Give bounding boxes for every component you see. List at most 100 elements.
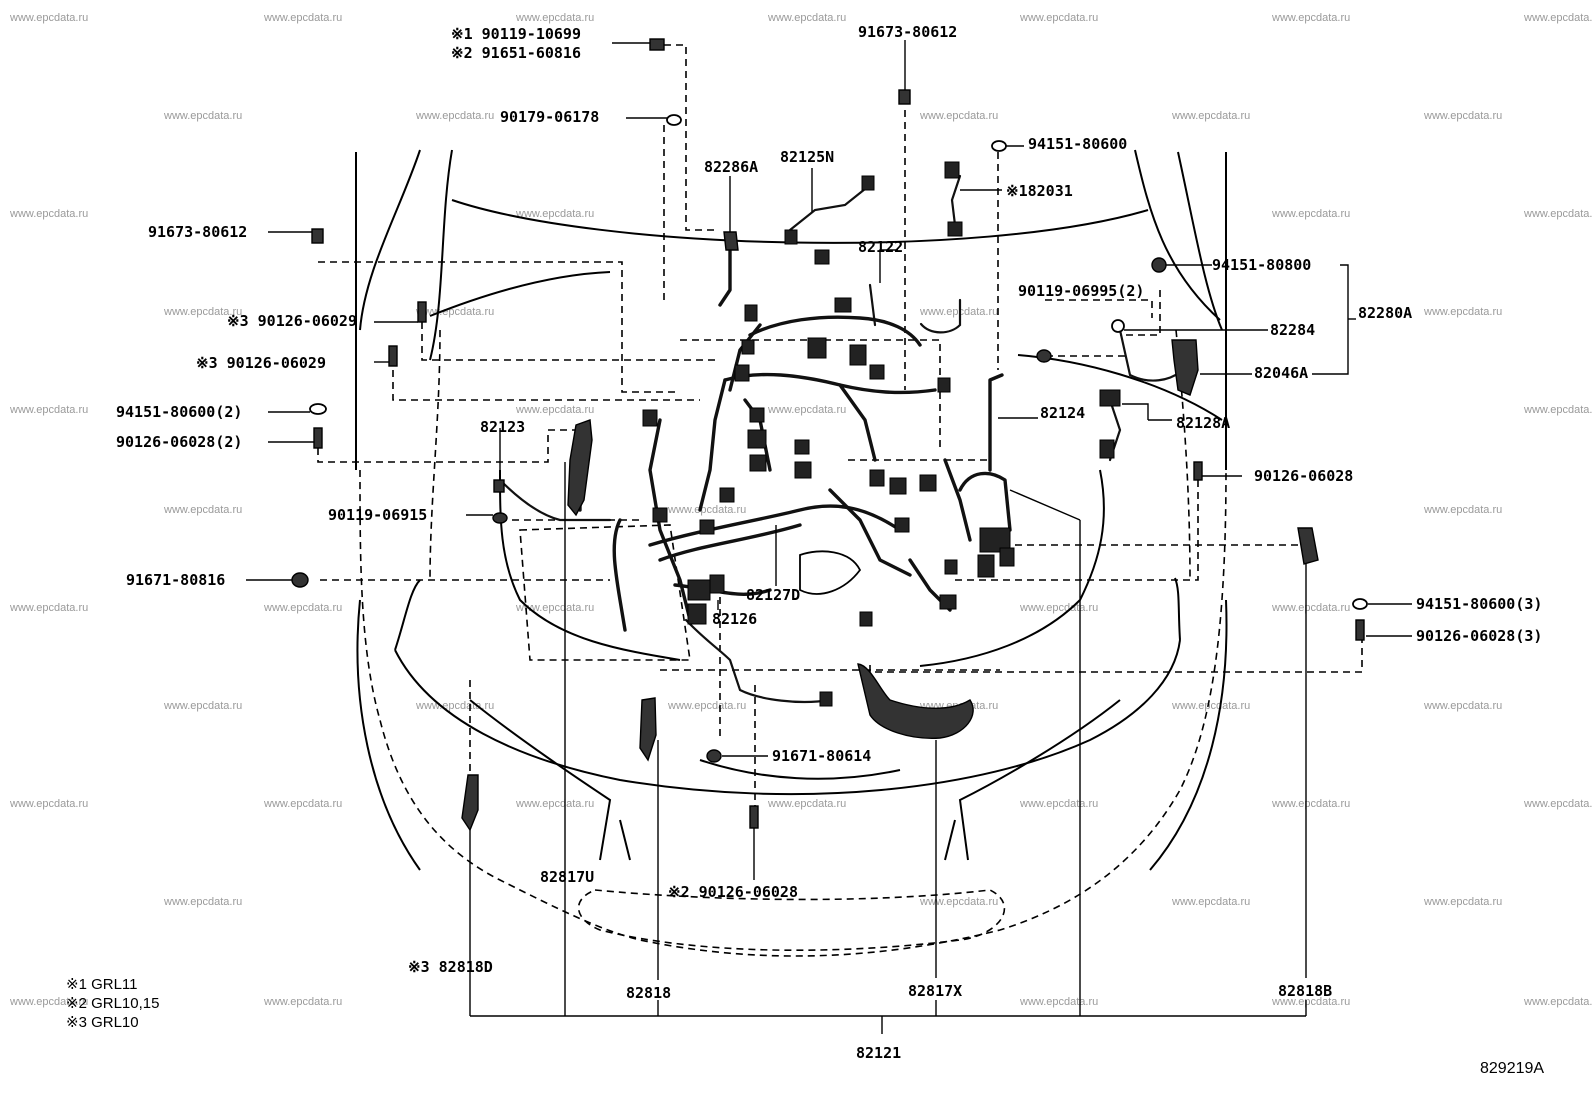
note-2: ※2 GRL10,15 — [66, 995, 159, 1012]
watermark: www.epcdata.ru — [263, 12, 342, 24]
connector — [869, 364, 885, 380]
connector — [859, 611, 873, 627]
stud-icon — [1193, 461, 1203, 481]
bolt-icon — [492, 512, 508, 524]
connector — [894, 517, 910, 533]
vehicle-body-outline — [355, 149, 1228, 957]
watermark: www.epcdata.ru — [1271, 12, 1350, 24]
connector — [919, 474, 937, 492]
bracket-82817U — [639, 697, 657, 762]
watermark: www.epcdata.ru — [9, 602, 88, 614]
watermark: www.epcdata.ru — [667, 700, 746, 712]
pipe-part — [799, 550, 862, 595]
note-3: ※3 GRL10 — [66, 1014, 139, 1031]
bolt-icon — [311, 228, 324, 244]
connector — [642, 409, 658, 427]
part-label: 90119-06915 — [328, 506, 427, 524]
part-label: 82121 — [856, 1044, 901, 1062]
watermark: www.epcdata.ru — [1523, 798, 1592, 810]
connector — [1099, 389, 1121, 407]
watermark: www.epcdata.ru — [415, 110, 494, 122]
part-label: 94151-80800 — [1212, 256, 1311, 274]
connector — [747, 429, 767, 449]
part-label: 82286A — [704, 158, 758, 176]
relay-82046A — [1171, 339, 1199, 396]
dashed-reference-lines — [317, 44, 1363, 810]
connector — [794, 439, 810, 455]
watermark: www.epcdata.ru — [263, 996, 342, 1008]
stud-icon — [1355, 619, 1365, 641]
watermark: www.epcdata.ru — [1523, 12, 1592, 24]
part-label: ※2 90126-06028 — [668, 883, 798, 901]
part-label: 91673-80612 — [148, 223, 247, 241]
watermark: www.epcdata.ru — [1423, 896, 1502, 908]
watermark: www.epcdata.ru — [515, 404, 594, 416]
nut-icon — [1352, 598, 1368, 610]
leader-lines — [246, 40, 1412, 1034]
stud-icon — [749, 805, 759, 829]
bolt-icon — [706, 749, 722, 763]
watermark: www.epcdata.ru — [1171, 110, 1250, 122]
watermark: www.epcdata.ru — [1019, 798, 1098, 810]
watermark: www.epcdata.ru — [919, 110, 998, 122]
connector — [734, 364, 750, 382]
connector — [719, 487, 735, 503]
watermark: www.epcdata.ru — [1523, 404, 1592, 416]
connector — [944, 559, 958, 575]
bolt-icon — [493, 479, 505, 493]
watermark: www.epcdata.ru — [1423, 306, 1502, 318]
watermark: www.epcdata.ru — [163, 504, 242, 516]
watermark: www.epcdata.ru — [1171, 896, 1250, 908]
watermark: www.epcdata.ru — [9, 404, 88, 416]
bracket-82123 — [567, 419, 593, 517]
connector — [749, 407, 765, 423]
fasteners — [291, 38, 1368, 829]
grommet — [1111, 319, 1125, 333]
watermark: www.epcdata.ru — [767, 404, 846, 416]
connector — [937, 377, 951, 393]
connector — [939, 594, 957, 610]
connector — [699, 519, 715, 535]
watermark: www.epcdata.ru — [263, 602, 342, 614]
watermark: www.epcdata.ru — [767, 798, 846, 810]
bolt-icon — [898, 89, 911, 105]
connector — [687, 603, 707, 625]
part-label: 90126-06028(2) — [116, 433, 242, 451]
watermark: www.epcdata.ru — [1019, 602, 1098, 614]
nut-icon — [309, 403, 327, 415]
watermark: www.epcdata.ru — [1019, 996, 1098, 1008]
watermark: www.epcdata.ru — [163, 306, 242, 318]
part-label: 82280A — [1358, 304, 1412, 322]
part-label: 82123 — [480, 418, 525, 436]
part-labels: ※1 90119-10699 ※2 91651-60816 91673-8061… — [116, 23, 1542, 1062]
watermark: www.epcdata.ru — [1271, 602, 1350, 614]
watermark: www.epcdata.ru — [9, 798, 88, 810]
stud-icon — [388, 345, 398, 367]
bolt-icon — [1036, 349, 1052, 363]
watermark: www.epcdata.ru — [415, 306, 494, 318]
watermark: www.epcdata.ru — [1271, 996, 1350, 1008]
watermark: www.epcdata.ru — [163, 110, 242, 122]
watermark: www.epcdata.ru — [515, 12, 594, 24]
connector — [814, 249, 830, 265]
connector — [687, 579, 711, 601]
note-1: ※1 GRL11 — [66, 976, 138, 993]
nut-icon — [991, 140, 1007, 152]
part-label: 94151-80600(3) — [1416, 595, 1542, 613]
connector — [749, 454, 767, 472]
connector — [849, 344, 867, 366]
connector — [709, 574, 725, 594]
bolt-icon — [666, 114, 682, 126]
watermark: www.epcdata.ru — [1171, 700, 1250, 712]
part-label: ※2 91651-60816 — [451, 44, 581, 62]
watermark: www.epcdata.ru — [515, 798, 594, 810]
wire-harness — [498, 174, 1182, 704]
bracket-82817X — [857, 663, 974, 739]
connector — [861, 175, 875, 191]
part-label: 82817X — [908, 982, 962, 1000]
watermark: www.epcdata.ru — [9, 996, 88, 1008]
watermark: www.epcdata.ru — [1523, 996, 1592, 1008]
connector — [741, 339, 755, 355]
part-label: 90126-06028(3) — [1416, 627, 1542, 645]
stud-icon — [313, 427, 323, 449]
